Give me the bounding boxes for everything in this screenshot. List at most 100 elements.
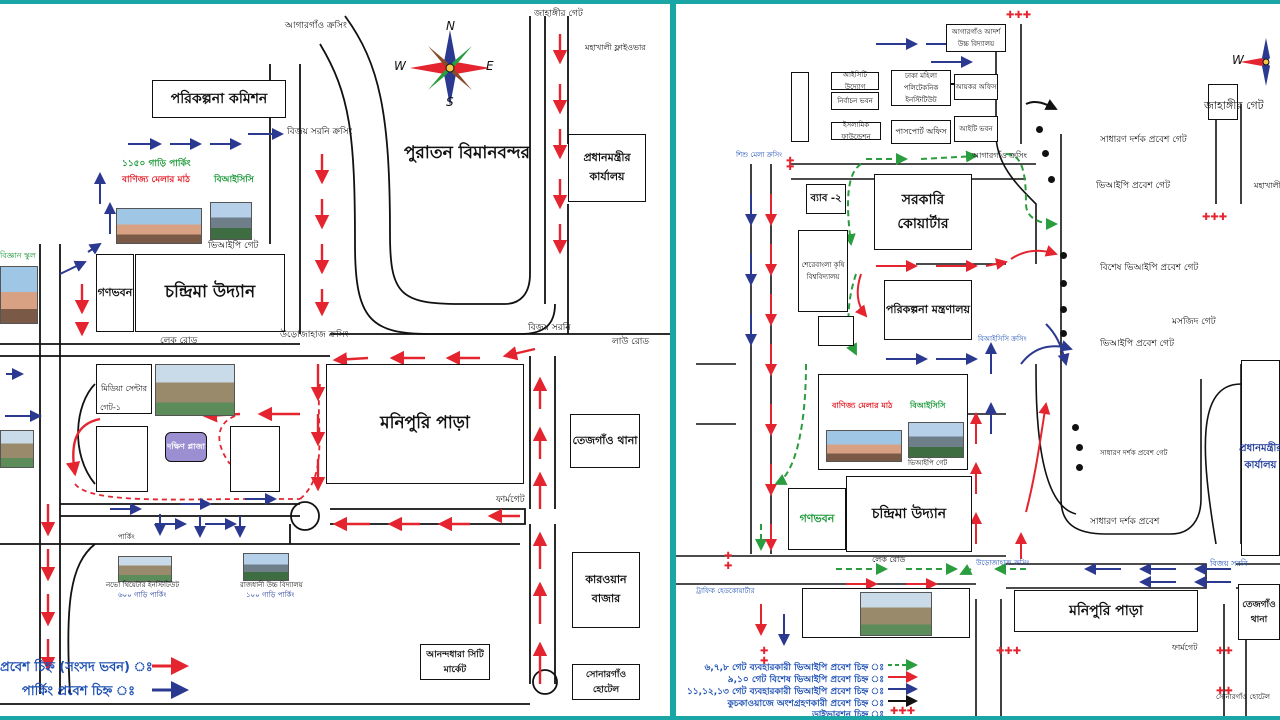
- label-trade-fair-ground-right: বাণিজ্য মেলার মাঠ: [832, 401, 893, 410]
- karwan-bazar-block: কারওয়ান বাজার: [572, 552, 640, 628]
- label-vip-gate: ভিআইপি গেট: [208, 241, 259, 251]
- novo-building-photo: [118, 556, 172, 582]
- svg-text:✚✚✚: ✚✚✚: [890, 706, 915, 716]
- svg-text:✚: ✚: [724, 561, 732, 572]
- compass-rose-icon: [410, 30, 490, 106]
- label-sonargaon-hotel-right: সোনারগাঁও হোটেল: [1216, 693, 1270, 701]
- gonobhaban-block: গণভবন: [96, 254, 134, 332]
- legend-blue-label: ১১,১২,১৩ গেট ব্যবহারকারী ভিআইপি প্রবেশ চ…: [686, 687, 884, 697]
- building-photo-left: [0, 430, 34, 468]
- trade-fair-photo-right: [826, 430, 902, 462]
- manipuri-para-block: মনিপুরি পাড়া: [326, 364, 524, 484]
- compass-south: S: [446, 95, 454, 109]
- gate-extra-1-icon: [1076, 444, 1083, 451]
- legend-green-label: ৬,৭,৮ গেট ব্যবহারকারী ভিআইপি প্রবেশ চিহ্…: [704, 663, 884, 673]
- narrow-block: [791, 72, 809, 142]
- svg-text:✚✚✚: ✚✚✚: [1202, 212, 1227, 223]
- label-novo-building: নভো থিয়েটার ইনস্টিটিউট: [106, 581, 180, 589]
- election-commission-block: নির্বাচন ভবন: [831, 92, 879, 110]
- label-mohakhali-flyover: মহাখালী ফ্লাইওভার: [585, 43, 646, 52]
- ict-division-block: আইসিটি উদ্যোগ: [831, 71, 879, 91]
- label-rajdhani-school: রাজধানী উচ্চ বিদ্যালয়: [240, 581, 303, 589]
- passport-office-block: পাসপোর্ট অফিস: [891, 120, 951, 144]
- gate-8-icon: [1048, 176, 1055, 183]
- compass-rose-icon-right: [1240, 38, 1270, 86]
- sarkari-quarter-block: সরকারি কোয়ার্টার: [874, 174, 972, 250]
- small-building-top-right: [1208, 84, 1238, 120]
- label-agargaon-crossing: আগারগাঁও ক্রসিং: [285, 21, 347, 31]
- label-school: বিজ্ঞান স্কুল: [0, 251, 36, 260]
- trade-fair-photo: [116, 208, 202, 244]
- compass-west-right: W: [1232, 53, 1244, 67]
- planning-commission-block: পরিকল্পনা কমিশন: [152, 80, 286, 118]
- left-map-panel: N S E W পরিকল্পনা কমিশন প্রধানমন্ত্রীর ক…: [0, 4, 670, 716]
- islamic-foundation-block: ইসলামিক ফাউন্ডেশন: [831, 121, 881, 141]
- chandrima-uddan-block-right: চন্দ্রিমা উদ্যান: [846, 476, 972, 552]
- bab-2-block: ব্যাব -২: [806, 184, 846, 214]
- label-bijoy-sarani: বিজয় সরনি: [528, 323, 571, 333]
- label-shishu-mela: শিশু মেলা ক্রসিং: [736, 151, 783, 159]
- gate-10-icon: [1060, 280, 1067, 287]
- south-plaza-block: দক্ষিণ প্লাজা: [165, 432, 207, 462]
- gate-13-icon: [1072, 424, 1079, 431]
- label-traffic-head-office: ট্রাফিক হেডকোয়ার্টার: [696, 587, 755, 595]
- sher-e-bangla-uni-block: শেরেবাংলা কৃষি বিশ্ববিদ্যালয়: [798, 230, 848, 312]
- label-bicc-crossing: বিআইসিসি ক্রসিং: [978, 335, 1027, 343]
- label-ulojhahaj-crossing-right: উড়োজাহাজ ক্রসিং: [976, 559, 1030, 567]
- legend-blue-parking-label: পার্কিং প্রবেশ চিহ্ন ঃ: [22, 684, 136, 699]
- left-road-network: [0, 15, 670, 705]
- svg-text:✚: ✚: [724, 551, 732, 562]
- legend-red-entry-label: প্রবেশ চিহ্ন (সংসদ ভবন) ঃ: [0, 660, 153, 675]
- label-jahangir-gate-right: জাহাঙ্গীর গেট: [1204, 99, 1264, 112]
- gate-9-icon: [1060, 252, 1067, 259]
- school-photo: [0, 266, 38, 324]
- legend-black-label: কুচকাওয়াজে অংশগ্রহণকারী প্রবেশ চিহ্ন ঃ: [727, 699, 884, 709]
- label-lake-road-right: লেক রোড: [872, 555, 906, 564]
- gate-7-icon: [1042, 150, 1049, 157]
- pm-office-block: প্রধানমন্ত্রীর কার্যালয়: [568, 134, 646, 202]
- svg-text:✚: ✚: [760, 646, 768, 657]
- manipuri-para-block-right: মনিপুরি পাড়া: [1014, 590, 1198, 632]
- label-bicc: বিআইসিসি: [214, 175, 254, 185]
- media-center-block: মিডিয়া সেন্টার: [96, 364, 152, 414]
- label-link-road: লাউ রোড: [612, 337, 650, 347]
- label-bijoy-sarani-crossing: বিজয় সরনি ক্রসিং: [287, 127, 353, 137]
- label-gate-1: গেট-১: [100, 403, 121, 412]
- svg-text:✚✚: ✚✚: [1216, 646, 1233, 657]
- dhaka-poly-block: ঢাকা মহিলা পলিটেকনিক ইনস্টিটিউট: [891, 70, 951, 106]
- label-lake-road: লেক রোড: [160, 336, 198, 346]
- label-mosque-gate: মসজিদ গেট: [1172, 317, 1216, 327]
- svg-text:✚✚✚: ✚✚✚: [996, 646, 1021, 657]
- legend-diversion-label: ডাইভারশন চিহ্ন ঃ: [812, 710, 884, 716]
- label-ulojhahaj-crossing: উড়োজাহাজ ক্রসিং: [280, 330, 349, 340]
- tax-office-block: আয়কর অফিস: [954, 74, 998, 100]
- compass-west: W: [394, 59, 406, 73]
- block-right-south: [230, 426, 280, 492]
- label-parking-600: ৬০০ গাড়ি পার্কিং: [118, 591, 167, 599]
- label-mohakhali-flyover-right: মহাখালী ফ্লাইওভার: [1254, 181, 1280, 190]
- parliament-photo: [155, 364, 235, 416]
- label-special-vip-gate: বিশেষ ভিআইপি প্রবেশ গেট: [1100, 263, 1199, 273]
- gonobhaban-block-right: গণভবন: [788, 488, 846, 550]
- pm-office-block-right: প্রধানমন্ত্রীর কার্যালয়: [1239, 360, 1280, 556]
- gate-6-icon: [1036, 126, 1043, 133]
- bicc-photo-right: [908, 422, 964, 458]
- tejgaon-thana-block-right: তেজগাঁও থানা: [1238, 584, 1280, 640]
- rajdhani-school-photo: [243, 553, 289, 581]
- svg-text:✚: ✚: [760, 656, 768, 667]
- gate-extra-2-icon: [1076, 464, 1083, 471]
- label-farmgate: ফার্মগেট: [496, 495, 525, 505]
- label-general-gate-top: সাধারণ দর্শক প্রবেশ গেট: [1100, 135, 1187, 145]
- chandrima-uddan-block: চন্দ্রিমা উদ্যান: [135, 254, 285, 332]
- right-map-panel: ✚✚✚✚✚ ✚✚✚✚✚ ✚✚✚✚✚✚✚ ✚✚ W আগারগাঁও আদর্শ …: [676, 4, 1280, 716]
- small-block: [818, 316, 854, 346]
- sonargaon-hotel-block: সোনারগাঁও হোটেল: [572, 664, 640, 700]
- label-parking-1150: ১১৫০ গাড়ি পার্কিং: [122, 159, 191, 169]
- label-general-gate-bottom: সাধারণ দর্শক প্রবেশ গেট: [1100, 449, 1168, 457]
- label-agargaon-crossing-right: আগারগাঁও ক্রসিং: [972, 151, 1027, 160]
- label-vip-gate-1: ভিআইপি প্রবেশ গেট: [1096, 181, 1170, 191]
- label-trade-fair-ground: বাণিজ্য মেলার মাঠ: [122, 175, 190, 185]
- block-left-south: [96, 426, 148, 492]
- label-bijoy-sarani-right: বিজয় সরনি: [1210, 559, 1248, 568]
- gate-11-icon: [1060, 306, 1067, 313]
